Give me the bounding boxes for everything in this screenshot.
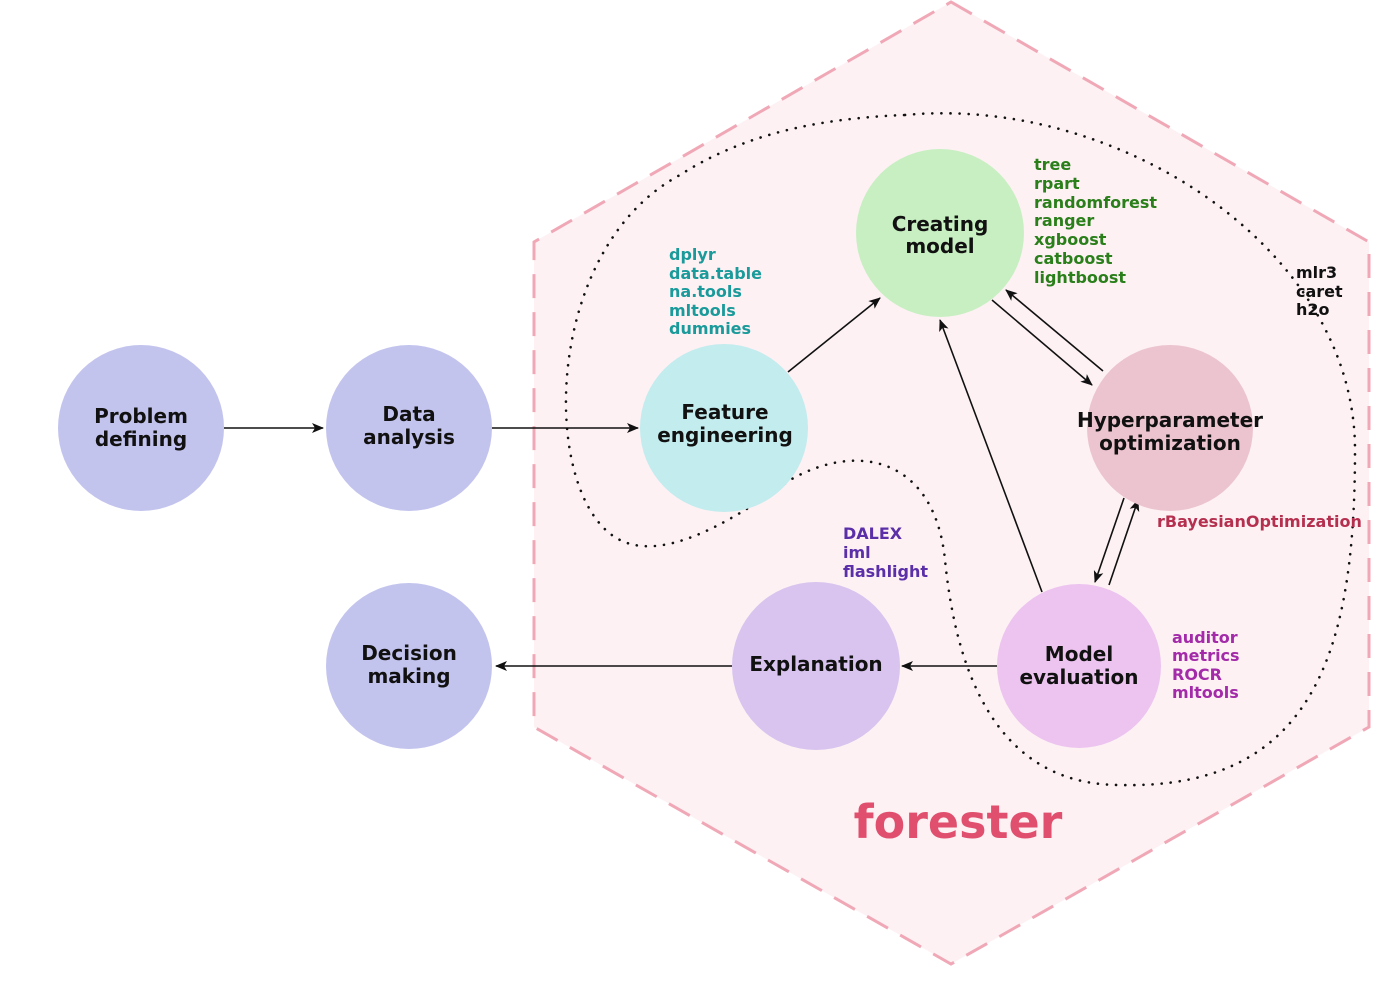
node-label: optimization [1099,431,1241,455]
node-label: engineering [657,423,793,447]
node-creating-model[interactable]: Creating model [856,149,1024,317]
edge-feature-to-creating [787,297,881,373]
node-label: Hyperparameter [1077,408,1263,432]
package-name: lightboost [1034,268,1126,287]
node-label: Decision [361,641,457,665]
forester-title: forester [854,795,1063,849]
node-label: analysis [363,425,455,449]
package-name: mltools [669,301,736,320]
package-name: xgboost [1034,230,1107,249]
package-name: flashlight [843,562,928,581]
package-name: data.table [669,264,762,283]
forester-scope-loop [564,112,1357,787]
package-name: randomforest [1034,193,1157,212]
node-label: Explanation [749,652,882,676]
package-name: metrics [1172,646,1240,665]
node-label: model [905,234,974,258]
node-explanation[interactable]: Explanation [732,582,900,750]
edge-hyper-to-evaluation [1093,497,1125,583]
package-name: ROCR [1172,665,1222,684]
package-name: rBayesianOptimization [1157,512,1362,531]
package-list-feature: dplyr data.table na.tools mltools dummie… [669,245,762,338]
node-decision-making[interactable]: Decision making [326,583,492,749]
package-name: dplyr [669,245,716,264]
package-name: rpart [1034,174,1080,193]
package-name: auditor [1172,628,1238,647]
edge-evaluation-to-hyper [1108,499,1140,586]
package-list-hyperparameter: rBayesianOptimization [1157,512,1362,531]
node-hyperparameter-optimization[interactable]: Hyperparameter optimization [1077,345,1263,511]
node-label: defining [95,427,187,451]
package-list-frameworks: mlr3 caret h2o [1296,263,1343,319]
package-name: mltools [1172,683,1239,702]
package-name: catboost [1034,249,1113,268]
package-name: caret [1296,282,1343,301]
node-label: Model [1045,642,1113,666]
package-name: h2o [1296,300,1330,319]
package-name: mlr3 [1296,263,1337,282]
node-label: Creating [892,212,989,236]
node-label: Data [382,402,435,426]
package-name: iml [843,543,871,562]
package-name: dummies [669,319,751,338]
node-model-evaluation[interactable]: Model evaluation [997,584,1161,748]
node-label: making [367,664,450,688]
edge-evaluation-to-creating [939,319,1043,593]
node-feature-engineering[interactable]: Feature engineering [640,344,808,512]
package-name: DALEX [843,524,903,543]
package-name: ranger [1034,211,1094,230]
forester-hexagon [532,0,1371,966]
package-list-creating-model: tree rpart randomforest ranger xgboost c… [1034,155,1157,287]
node-data-analysis[interactable]: Data analysis [326,345,492,511]
package-name: na.tools [669,282,742,301]
node-label: Feature [681,400,768,424]
node-label: Problem [94,404,188,428]
package-list-explanation: DALEX iml flashlight [843,524,928,581]
edges [224,289,1140,671]
edge-creating-to-hyper [991,299,1093,386]
package-list-evaluation: auditor metrics ROCR mltools [1172,628,1240,702]
edge-hyper-to-creating [1005,289,1104,372]
node-problem-defining[interactable]: Problem defining [58,345,224,511]
node-label: evaluation [1019,665,1138,689]
package-name: tree [1034,155,1071,174]
